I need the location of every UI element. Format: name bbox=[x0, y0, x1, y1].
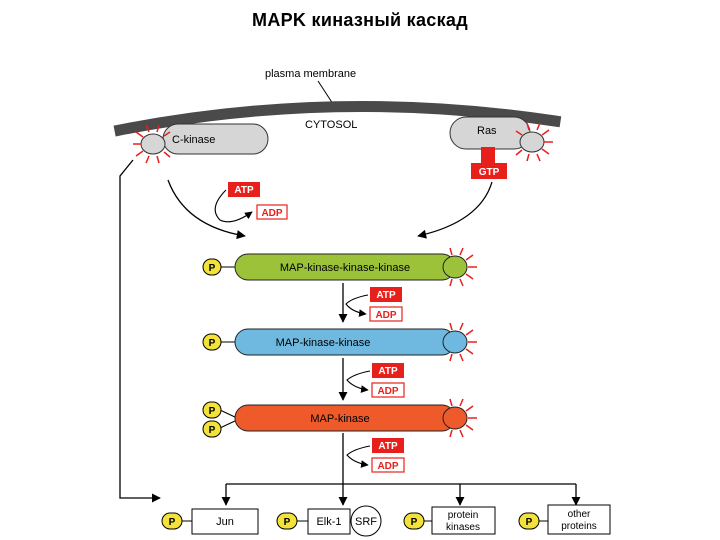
gtp-label: GTP bbox=[479, 167, 500, 178]
atp-label-4: ATP bbox=[378, 441, 398, 452]
other-proteins-line1: other bbox=[568, 509, 591, 520]
atp-to-adp-arrow-4 bbox=[346, 445, 371, 468]
atp-to-adp-arrow-2 bbox=[345, 294, 369, 317]
atp-box-1 bbox=[228, 182, 260, 197]
atp-to-adp-arrow-1 bbox=[214, 189, 253, 223]
target-other-proteins: P other proteins bbox=[518, 504, 611, 535]
atp-to-adp-arrow-3 bbox=[346, 370, 371, 393]
plasma-membrane-label: plasma membrane bbox=[265, 68, 356, 80]
atp-label-2: ATP bbox=[376, 290, 396, 301]
gtp-box bbox=[471, 163, 507, 179]
mapkkk-activity-burst bbox=[449, 247, 477, 287]
target-jun: P Jun bbox=[161, 508, 259, 535]
phosphate-label: P bbox=[526, 517, 533, 528]
phosphate-label: P bbox=[209, 406, 216, 417]
target-elk1-srf: P Elk-1 SRF bbox=[276, 505, 382, 537]
mapk-label: MAP-kinase bbox=[310, 413, 369, 425]
adp-label-1: ADP bbox=[261, 208, 282, 219]
phosphate-label: P bbox=[169, 517, 176, 528]
mapk-activity-burst bbox=[449, 398, 477, 438]
mapkkk-label: MAP-kinase-kinase-kinase bbox=[280, 262, 410, 274]
plasma-membrane bbox=[113, 100, 562, 137]
mapkk-label: MAP-kinase-kinase bbox=[276, 337, 371, 349]
adp-label-4: ADP bbox=[377, 461, 398, 472]
ras-to-mapkkk-arrow bbox=[417, 181, 493, 239]
page-title: MAPK киназный каскад bbox=[252, 10, 468, 30]
atp-label-1: ATP bbox=[234, 185, 254, 196]
ras-protein: Ras bbox=[449, 116, 545, 153]
ras-label: Ras bbox=[477, 125, 497, 137]
adp-box-2 bbox=[369, 306, 403, 322]
jun-label: Jun bbox=[216, 516, 234, 528]
atp-label-3: ATP bbox=[378, 366, 398, 377]
mapkk-activity-burst bbox=[449, 322, 477, 362]
elk1-label: Elk-1 bbox=[316, 516, 341, 528]
phosphate-label: P bbox=[411, 517, 418, 528]
c-kinase: C-kinase bbox=[140, 123, 269, 155]
srf-label: SRF bbox=[355, 516, 377, 528]
atp-box-3 bbox=[372, 363, 404, 378]
mapkk-p-connector: P bbox=[202, 333, 237, 351]
mapkk-protein: MAP-kinase-kinase bbox=[234, 328, 468, 356]
other-proteins-line2: proteins bbox=[561, 521, 597, 532]
adp-box-1 bbox=[256, 204, 288, 220]
gtp-stem bbox=[481, 147, 495, 165]
mapkkk-p-connector: P bbox=[202, 258, 237, 276]
adp-box-4 bbox=[371, 457, 405, 473]
phosphate-label: P bbox=[209, 338, 216, 349]
cytosol-label: CYTOSOL bbox=[305, 119, 357, 131]
c-kinase-activity-burst bbox=[133, 124, 171, 164]
mapk-p-connectors: P P bbox=[202, 401, 238, 438]
mapk-protein: MAP-kinase bbox=[234, 404, 468, 432]
c-kinase-to-targets-arrow bbox=[119, 159, 161, 503]
target-protein-kinases: P protein kinases bbox=[403, 506, 496, 535]
phosphate-label: P bbox=[209, 263, 216, 274]
phosphate-label: P bbox=[284, 517, 291, 528]
mapkkk-protein: MAP-kinase-kinase-kinase bbox=[234, 253, 468, 281]
phosphate-label: P bbox=[209, 425, 216, 436]
protein-kinases-line1: protein bbox=[448, 510, 479, 521]
c-kinase-label: C-kinase bbox=[172, 134, 215, 146]
atp-box-4 bbox=[372, 438, 404, 453]
adp-label-3: ADP bbox=[377, 386, 398, 397]
adp-box-3 bbox=[371, 382, 405, 398]
adp-label-2: ADP bbox=[375, 310, 396, 321]
atp-box-2 bbox=[370, 287, 402, 302]
ras-activity-burst bbox=[515, 122, 553, 162]
c-kinase-to-mapkkk-arrow bbox=[167, 179, 246, 240]
protein-kinases-line2: kinases bbox=[446, 522, 480, 533]
